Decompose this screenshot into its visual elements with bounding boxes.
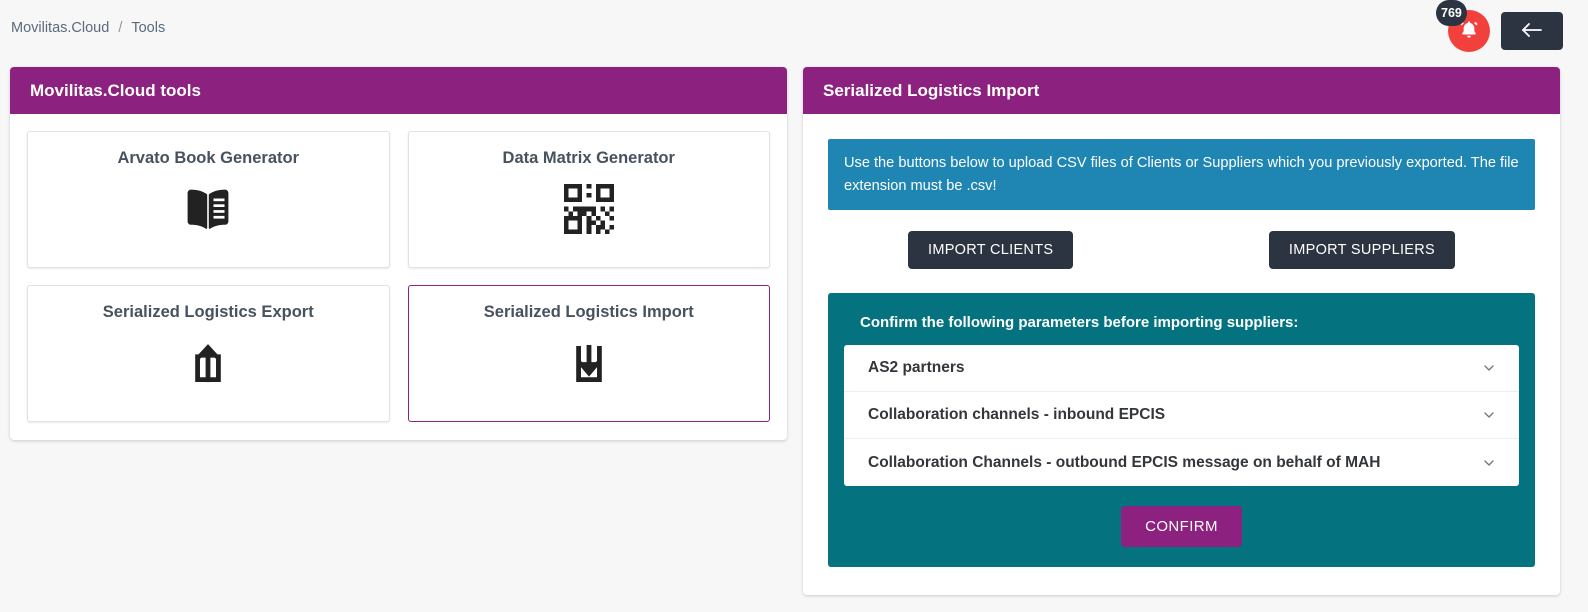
- accordion-label: Collaboration channels - inbound EPCIS: [868, 406, 1166, 424]
- info-banner: Use the buttons below to upload CSV file…: [828, 139, 1535, 211]
- import-panel-header: Serialized Logistics Import: [803, 67, 1560, 114]
- tools-grid: Arvato Book Generator Data Matrix Genera…: [10, 114, 787, 439]
- accordion-label: Collaboration Channels - outbound EPCIS …: [868, 453, 1381, 471]
- chevron-down-icon[interactable]: [1481, 455, 1497, 471]
- notifications-widget: 769: [1436, 0, 1490, 52]
- accordion-row-outbound-epcis[interactable]: Collaboration Channels - outbound EPCIS …: [844, 439, 1519, 486]
- parameters-accordion: AS2 partners Collaboration channels - in…: [844, 345, 1519, 487]
- confirm-button[interactable]: CONFIRM: [1121, 506, 1242, 548]
- qr-code-icon: [560, 180, 618, 238]
- breadcrumb-root[interactable]: Movilitas.Cloud: [11, 20, 110, 36]
- tool-title: Serialized Logistics Export: [102, 303, 314, 321]
- upload-box-icon: [179, 334, 237, 392]
- breadcrumb-current[interactable]: Tools: [131, 20, 166, 36]
- download-box-icon: [560, 334, 618, 392]
- confirm-button-row: CONFIRM: [844, 486, 1519, 551]
- breadcrumb: Movilitas.Cloud / Tools: [11, 20, 165, 36]
- back-button[interactable]: [1501, 12, 1563, 50]
- tool-tile-serialized-logistics-import[interactable]: Serialized Logistics Import: [407, 285, 770, 422]
- tool-title: Arvato Book Generator: [117, 149, 300, 167]
- tool-tile-arvato-book-generator[interactable]: Arvato Book Generator: [27, 131, 390, 268]
- confirm-parameters-panel: Confirm the following parameters before …: [828, 293, 1535, 568]
- import-panel: Serialized Logistics Import Use the butt…: [803, 67, 1560, 595]
- breadcrumb-separator: /: [118, 20, 123, 36]
- accordion-label: AS2 partners: [868, 359, 965, 377]
- chevron-down-icon[interactable]: [1481, 360, 1497, 376]
- accordion-row-as2-partners[interactable]: AS2 partners: [844, 345, 1519, 393]
- chevron-down-icon[interactable]: [1481, 407, 1497, 423]
- notification-count-badge: 769: [1436, 0, 1467, 26]
- import-clients-button[interactable]: IMPORT CLIENTS: [908, 231, 1074, 270]
- tools-panel: Movilitas.Cloud tools Arvato Book Genera…: [10, 67, 787, 440]
- accordion-row-inbound-epcis[interactable]: Collaboration channels - inbound EPCIS: [844, 392, 1519, 440]
- tool-tile-serialized-logistics-export[interactable]: Serialized Logistics Export: [27, 285, 390, 422]
- tool-title: Data Matrix Generator: [502, 149, 675, 167]
- import-suppliers-button[interactable]: IMPORT SUPPLIERS: [1268, 231, 1455, 270]
- tool-tile-data-matrix-generator[interactable]: Data Matrix Generator: [407, 131, 770, 268]
- tool-title: Serialized Logistics Import: [483, 303, 694, 321]
- open-book-icon: [179, 180, 237, 238]
- import-buttons-row: IMPORT CLIENTS IMPORT SUPPLIERS: [828, 210, 1535, 270]
- tools-panel-header: Movilitas.Cloud tools: [10, 67, 787, 114]
- top-bar: Movilitas.Cloud / Tools 769: [0, 0, 1588, 58]
- import-panel-body: Use the buttons below to upload CSV file…: [803, 114, 1560, 568]
- arrow-left-icon: [1519, 20, 1545, 43]
- confirm-panel-title: Confirm the following parameters before …: [860, 314, 1299, 332]
